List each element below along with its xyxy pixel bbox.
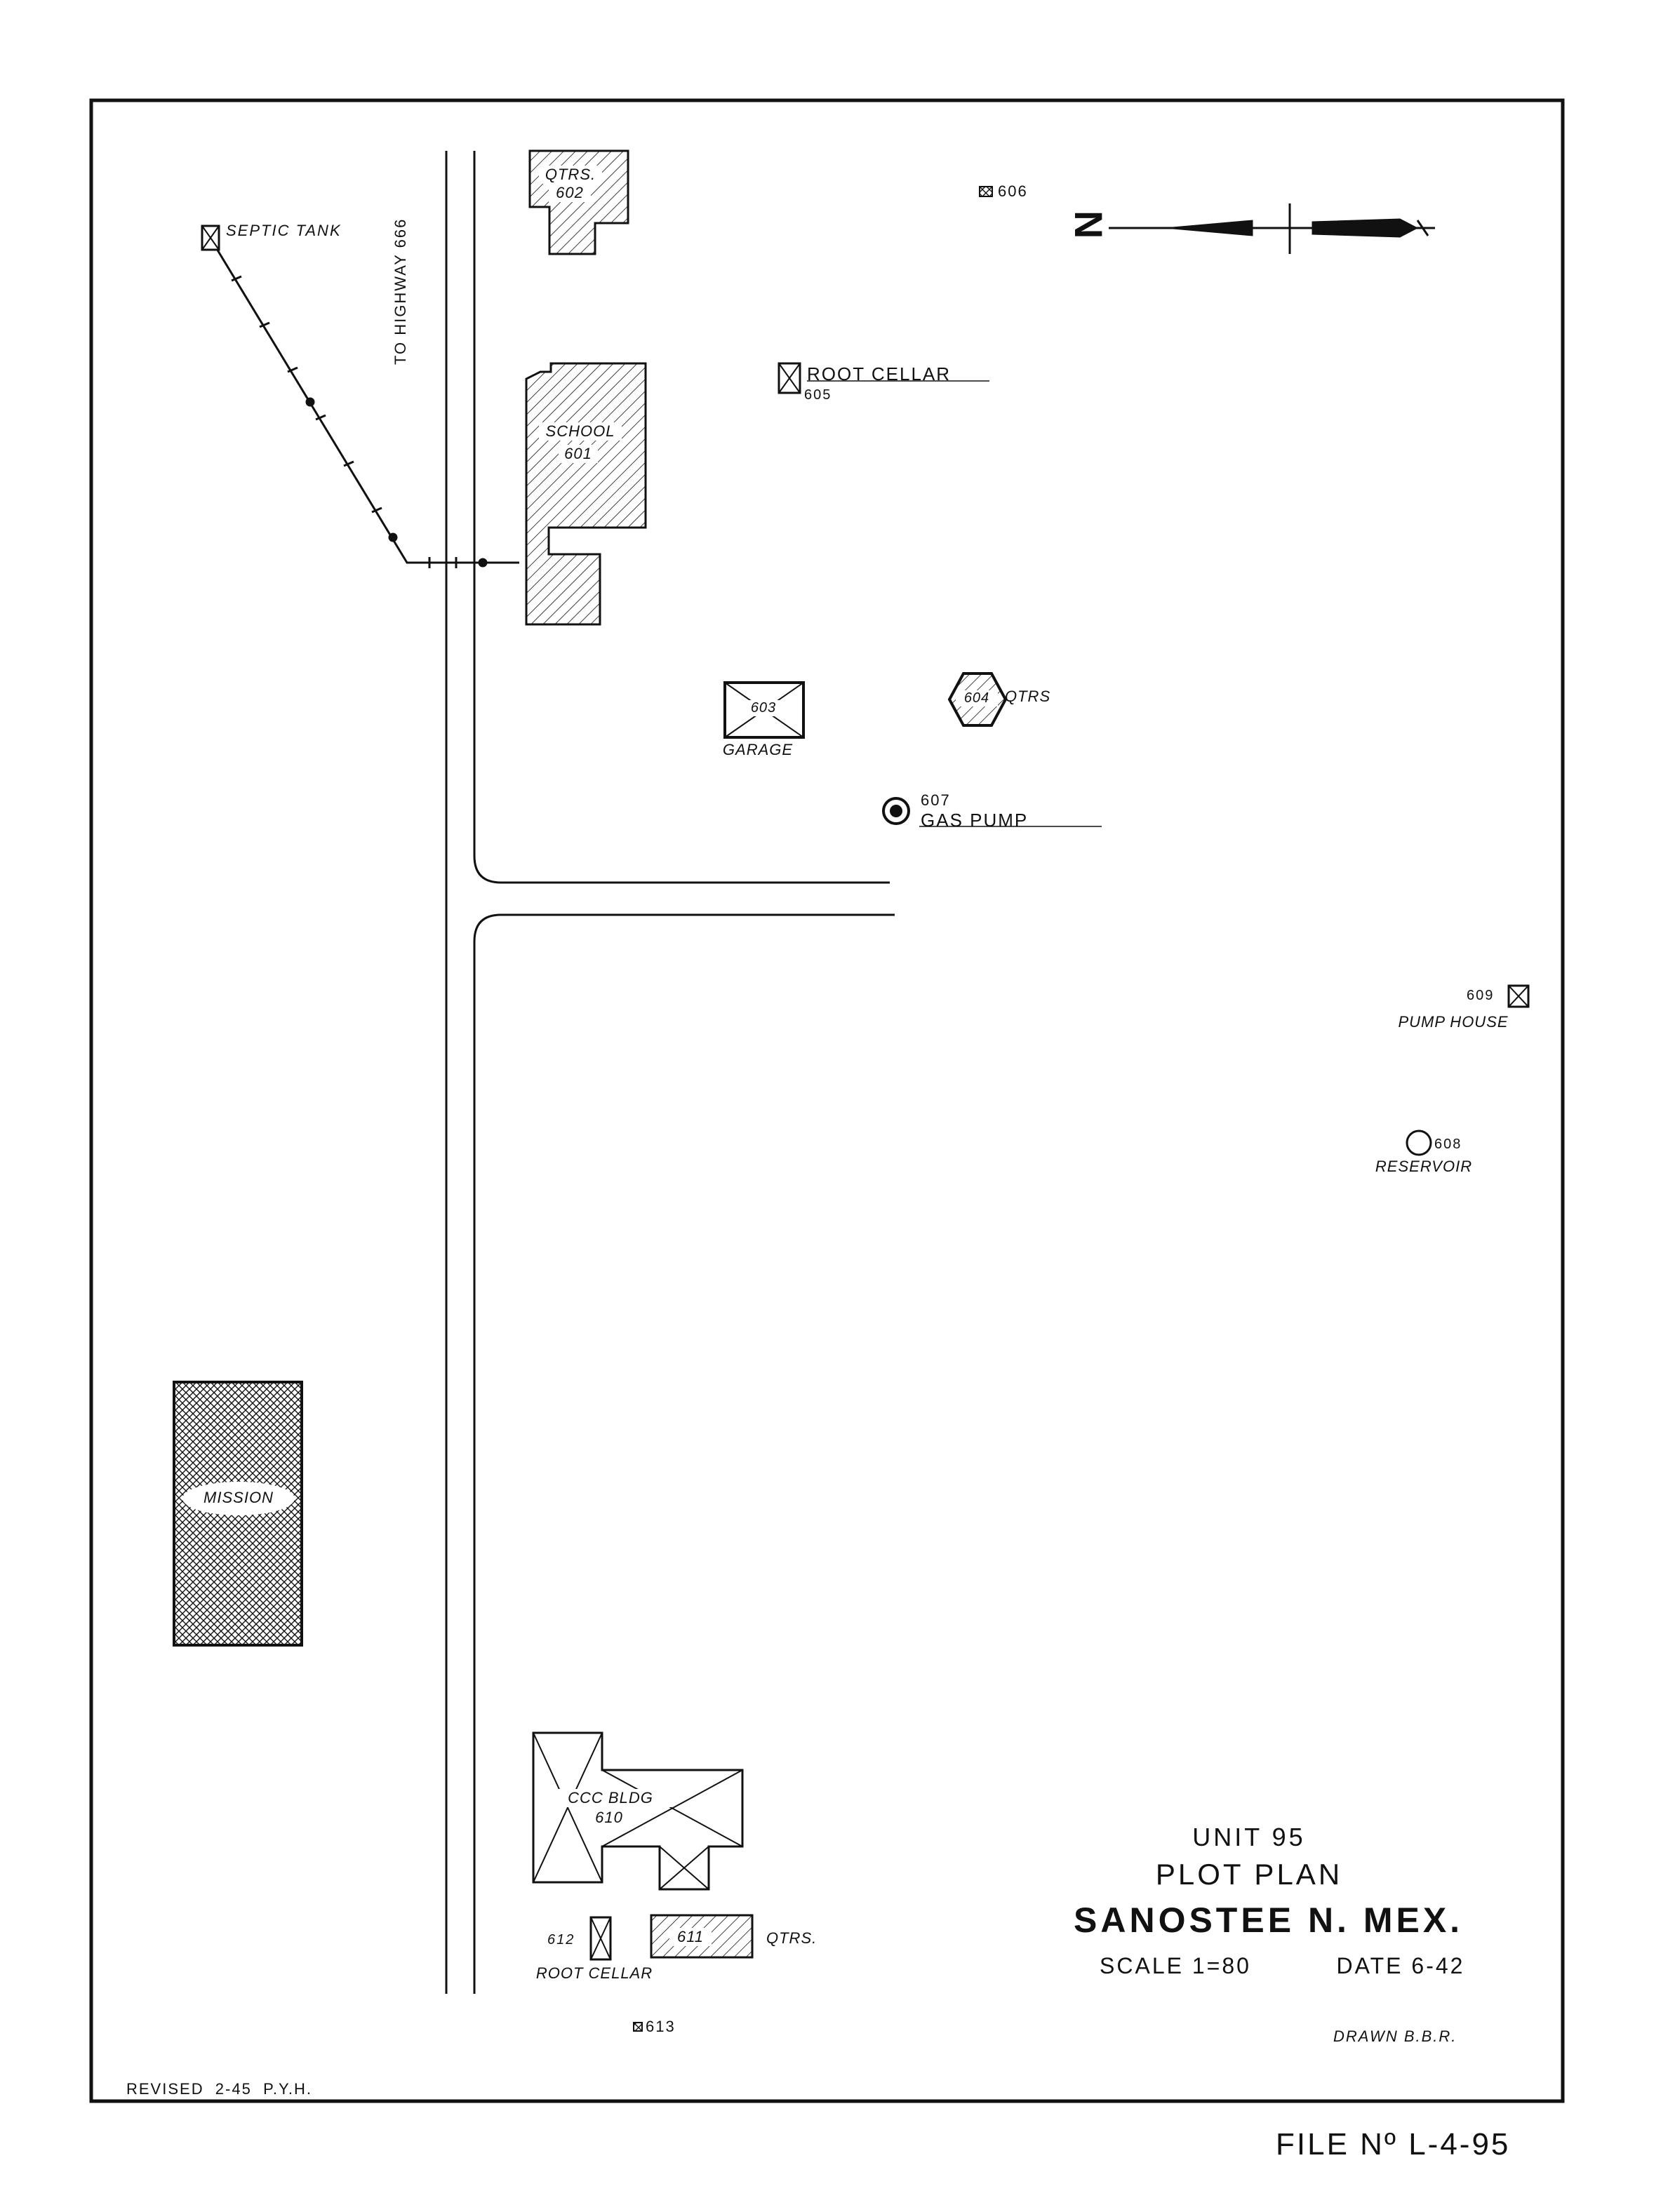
bldg-613-number: 613 [646,2018,676,2035]
septic-line [209,238,519,568]
reservoir-608-name: RESERVOIR [1375,1158,1473,1175]
reservoir-608-symbol [1406,1130,1432,1156]
root-cellar-605-symbol [778,362,989,394]
root-cellar-612-name: ROOT CELLAR [535,1964,653,1982]
revised-label: REVISED 2-45 P.Y.H. [126,2080,312,2098]
location-label: SANOSTEE N. MEX. [1074,1901,1464,1940]
mission-label-bg [182,1482,295,1515]
north-arrow-symbol [1109,203,1435,254]
qtrs-602-number: 602 [549,184,591,202]
school-601-name: SCHOOL [539,422,622,441]
septic-tank-symbol [201,224,220,251]
sheet-border [89,98,1565,2103]
pump-house-609-name: PUMP HOUSE [1398,1013,1509,1031]
root-cellar-612-number: 612 [547,1932,575,1948]
reservoir-608-number: 608 [1434,1137,1462,1152]
mission-name: MISSION [203,1489,274,1506]
qtrs-604-name: QTRS [1005,688,1051,705]
root-cellar-612-symbol [589,1916,612,1961]
bldg-606-number: 606 [998,182,1028,200]
road [445,151,895,1994]
qtrs-602-name: QTRS. [539,166,602,184]
garage-603-number: 603 [744,700,783,716]
bldg-606-symbol [979,186,993,197]
pump-house-609-symbol [1507,984,1530,1008]
ccc-bldg-610-building [532,1731,744,1891]
pump-house-609-number: 609 [1467,988,1495,1003]
ccc-bldg-610-name: CCC BLDG [549,1789,672,1807]
road-label: TO HIGHWAY 666 [392,217,409,365]
gas-pump-607-number: 607 [921,791,951,809]
school-601-number: 601 [559,445,598,463]
bldg-613-symbol [633,2022,643,2032]
file-number-label: FILE Nº L-4-95 [1276,2127,1511,2161]
qtrs-611-number: 611 [669,1928,712,1946]
scale-label: SCALE 1=80 [1100,1953,1251,1978]
unit-label: UNIT 95 [1192,1823,1306,1851]
plan-label: PLOT PLAN [1155,1858,1343,1891]
school-601-building [525,362,647,626]
date-label: DATE 6-42 [1336,1953,1465,1978]
gas-pump-607-symbol [882,797,1102,827]
garage-603-name: GARAGE [722,741,794,758]
qtrs-611-name: QTRS. [766,1929,818,1947]
ccc-bldg-610-number: 610 [588,1809,630,1827]
root-cellar-605-name: ROOT CELLAR [807,363,952,384]
root-cellar-605-number: 605 [804,387,832,403]
septic-tank-label: SEPTIC TANK [226,222,342,239]
drawn-label: DRAWN B.B.R. [1333,2027,1457,2045]
qtrs-604-number: 604 [956,690,998,706]
gas-pump-607-name: GAS PUMP [921,810,1029,831]
north-label: N [1067,210,1111,239]
